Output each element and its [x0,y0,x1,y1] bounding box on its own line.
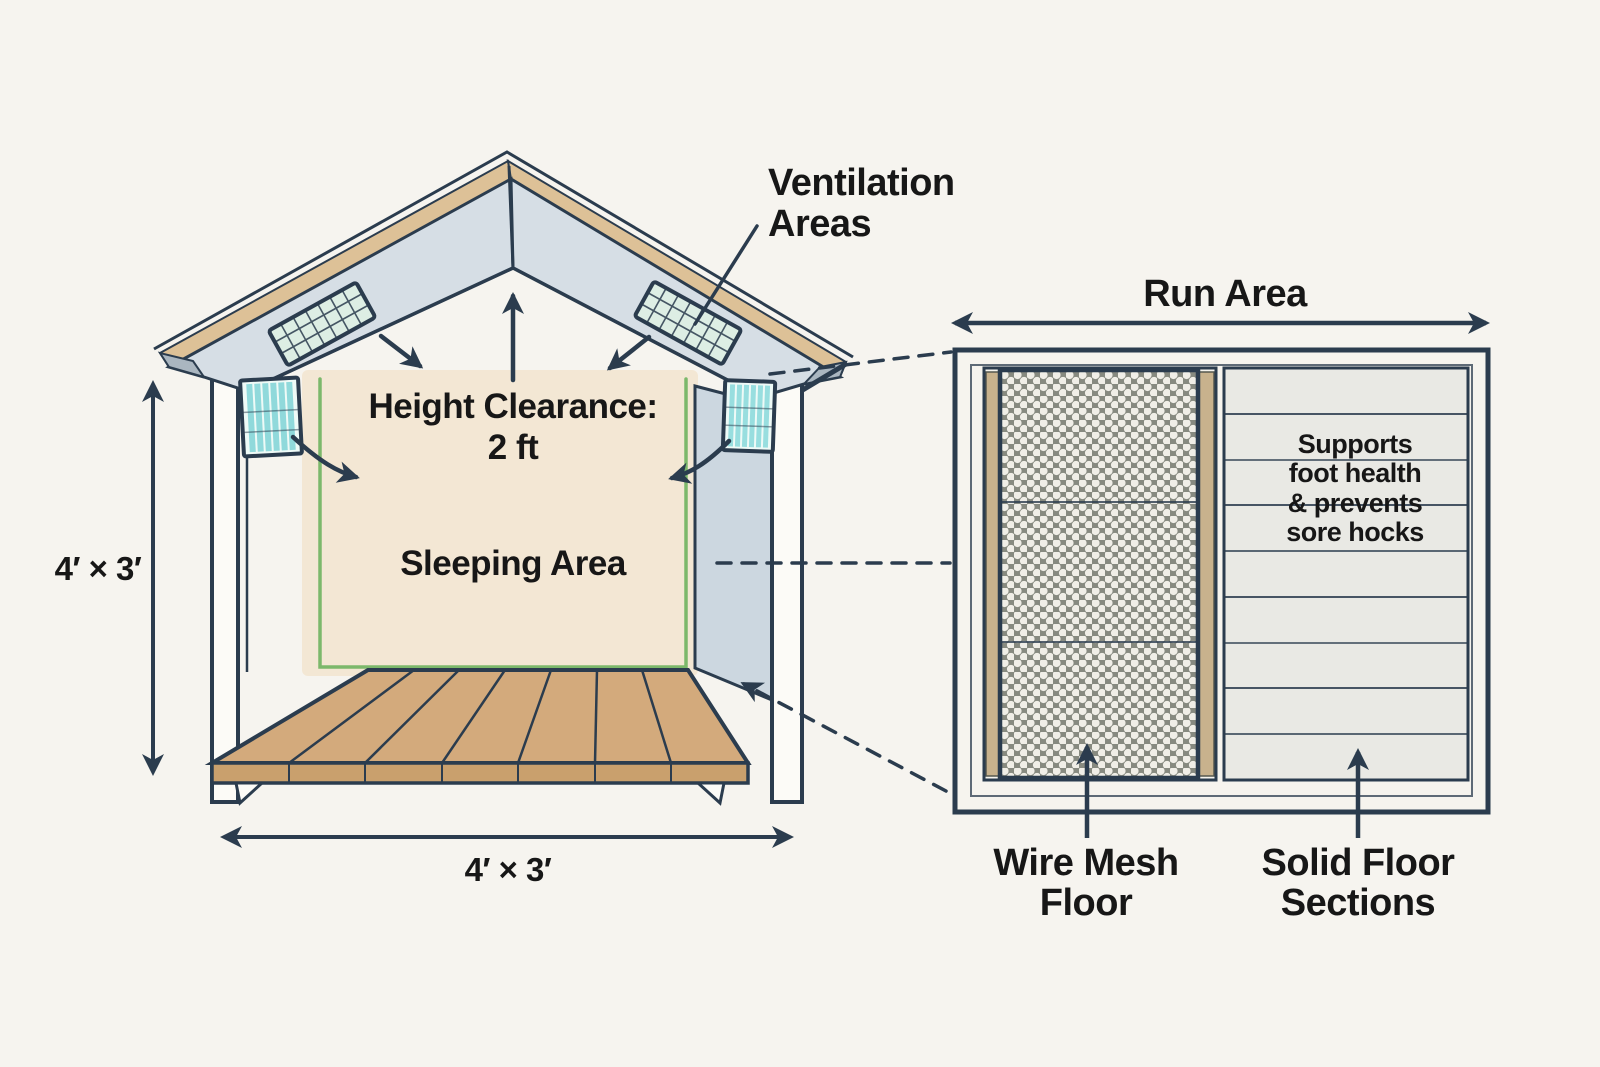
wall-vent-right [720,378,778,454]
eave-wedge-left [157,351,207,379]
run-area-title: Run Area [1143,273,1307,315]
floor-foot-left [234,781,266,806]
wall-vent-arrow-right [668,438,732,484]
wire-mesh-floor-label: Wire Mesh Floor [993,842,1179,925]
sleeping-area-green-border [318,377,688,669]
roof-top-line [153,150,854,359]
hutch-cross-section [142,150,854,848]
run-area-box [951,312,1491,838]
solid-floor-panel [1222,366,1470,782]
wall-vent-arrow-left [290,434,360,483]
wall-vent-left [238,375,304,459]
roof-vent-arrow-left [378,333,424,369]
roof-ridge-line [507,165,515,269]
roof-vent-left [267,281,377,367]
floor-foot-right [694,781,726,806]
eave-shadow-line [799,361,848,394]
right-post [770,378,804,804]
supports-note: Supports foot health & prevents sore hoc… [1286,429,1424,548]
dashed-connector-bottom [740,682,948,793]
horizontal-dimension-label: 4′ × 3′ [464,851,552,888]
ventilation-leader-line [693,224,759,326]
solid-floor-sections-label: Solid Floor Sections [1261,842,1455,925]
sleeping-area-panel [302,370,698,676]
vertical-dimension-label: 4′ × 3′ [54,550,142,587]
wire-mesh-panel [982,366,1218,782]
roof [153,150,854,399]
dashed-connector-top [768,350,953,376]
floor-planks [204,668,752,806]
sleeping-area-label: Sleeping Area [400,544,626,583]
height-clearance-label: Height Clearance: 2 ft [368,387,658,468]
roof-underside-left [165,176,515,393]
ventilation-areas-label: Ventilation Areas [768,162,955,246]
roof-inner-edge [246,266,761,399]
roof-vent-arrow-right [606,334,652,371]
left-post [210,356,240,804]
